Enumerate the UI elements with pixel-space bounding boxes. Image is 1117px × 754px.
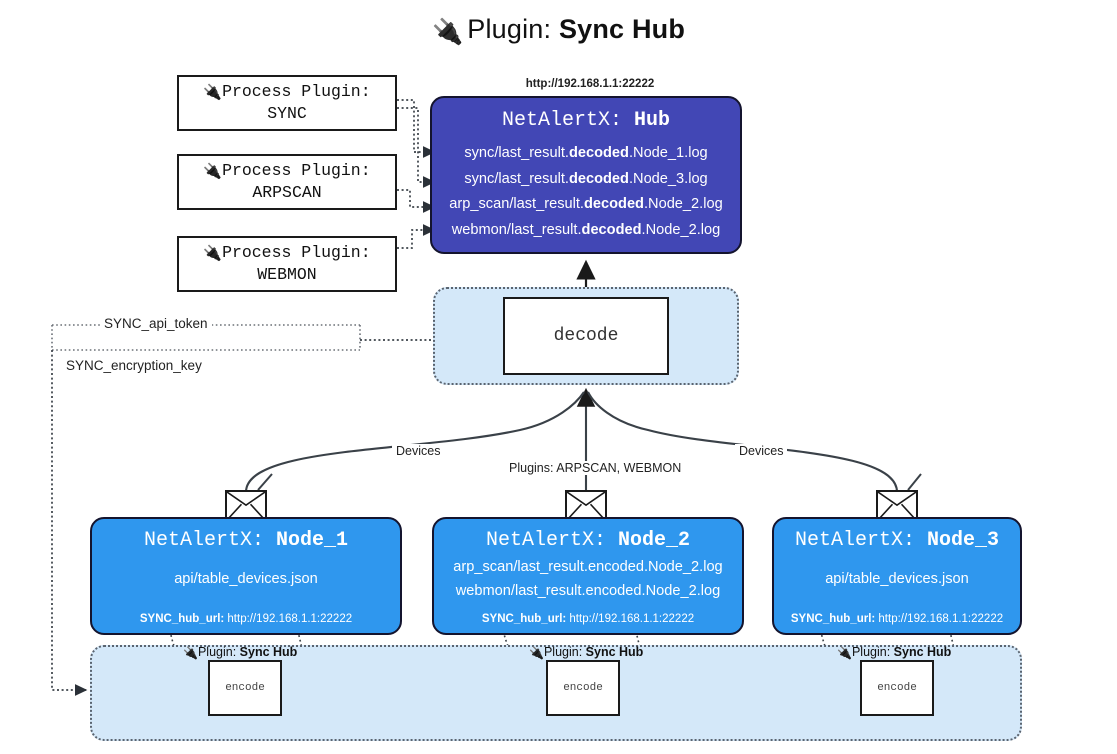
plug-icon: 🔌 bbox=[837, 646, 852, 660]
hub-log-row: sync/last_result.decoded.Node_3.log bbox=[464, 170, 708, 187]
plug-icon: 🔌 bbox=[203, 245, 223, 263]
node-log-row: arp_scan/last_result.encoded.Node_2.log bbox=[453, 559, 723, 575]
plug-icon: 🔌 bbox=[203, 84, 223, 102]
node-title: NetAlertX: Node_3 bbox=[794, 529, 1000, 552]
process-plugin-webmon[interactable]: 🔌Process Plugin: WEBMON bbox=[177, 236, 397, 292]
bottom-plugin-label-1: 🔌Plugin: Sync Hub bbox=[183, 645, 298, 660]
node-hub-url: SYNC_hub_url: http://192.168.1.1:22222 bbox=[481, 613, 695, 625]
bottom-plugin-label-3: 🔌Plugin: Sync Hub bbox=[837, 645, 952, 660]
page-title-prefix: Plugin: bbox=[467, 14, 559, 44]
bottom-plugin-label-2: 🔌Plugin: Sync Hub bbox=[529, 645, 644, 660]
plug-icon: 🔌 bbox=[183, 646, 198, 660]
hub-log-row: arp_scan/last_result.decoded.Node_2.log bbox=[449, 196, 723, 213]
encode-box-1[interactable]: encode bbox=[208, 660, 282, 716]
node-log-row: webmon/last_result.encoded.Node_2.log bbox=[455, 582, 721, 599]
edge-label-plugins-mid: Plugins: ARPSCAN, WEBMON bbox=[505, 461, 686, 475]
node-1[interactable]: NetAlertX: Node_1 api/table_devices.json… bbox=[90, 517, 402, 635]
sync-encryption-key-label: SYNC_encryption_key bbox=[62, 358, 206, 373]
page-title-name: Sync Hub bbox=[558, 14, 686, 44]
node-log-row: api/table_devices.json bbox=[825, 571, 969, 587]
hub-log-row: sync/last_result.decoded.Node_1.log bbox=[464, 145, 708, 161]
process-plugin-sync[interactable]: 🔌Process Plugin: SYNC bbox=[177, 75, 397, 131]
encode-box-2[interactable]: encode bbox=[546, 660, 620, 716]
node-3[interactable]: NetAlertX: Node_3 api/table_devices.json… bbox=[772, 517, 1022, 635]
plug-icon: 🔌 bbox=[529, 646, 544, 660]
hub-title: NetAlertX: Hub bbox=[501, 109, 671, 132]
process-plugin-name: WEBMON bbox=[257, 264, 317, 284]
node-title: NetAlertX: Node_2 bbox=[485, 529, 691, 552]
node-2[interactable]: NetAlertX: Node_2 arp_scan/last_result.e… bbox=[432, 517, 744, 635]
hub-log-row: webmon/last_result.decoded.Node_2.log bbox=[451, 221, 721, 238]
process-plugin-line1: 🔌Process Plugin: bbox=[203, 160, 371, 181]
node-log-row: api/table_devices.json bbox=[174, 571, 318, 587]
node-hub-url: SYNC_hub_url: http://192.168.1.1:22222 bbox=[139, 613, 353, 625]
process-plugin-line1: 🔌Process Plugin: bbox=[203, 242, 371, 263]
encode-box-3[interactable]: encode bbox=[860, 660, 934, 716]
page-title: 🔌Plugin: Sync Hub bbox=[0, 14, 1117, 47]
hub-url-label: http://192.168.1.1:22222 bbox=[525, 78, 655, 90]
edge-label-devices-right: Devices bbox=[735, 444, 788, 458]
sync-api-token-label: SYNC_api_token bbox=[100, 316, 212, 331]
decode-box[interactable]: decode bbox=[503, 297, 669, 375]
process-plugin-name: ARPSCAN bbox=[252, 182, 322, 202]
hub-node[interactable]: NetAlertX: Hub sync/last_result.decoded.… bbox=[430, 96, 742, 254]
node-title: NetAlertX: Node_1 bbox=[143, 529, 349, 552]
process-plugin-name: SYNC bbox=[267, 103, 307, 123]
node-hub-url: SYNC_hub_url: http://192.168.1.1:22222 bbox=[790, 613, 1004, 625]
process-plugin-arpscan[interactable]: 🔌Process Plugin: ARPSCAN bbox=[177, 154, 397, 210]
edge-label-devices-left: Devices bbox=[392, 444, 445, 458]
plug-icon: 🔌 bbox=[203, 163, 223, 181]
plug-icon: 🔌 bbox=[431, 18, 464, 46]
process-plugin-line1: 🔌Process Plugin: bbox=[203, 81, 371, 102]
